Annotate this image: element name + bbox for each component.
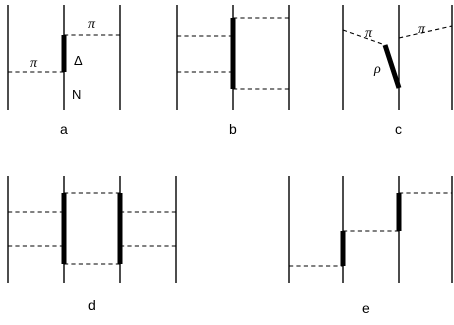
panel-caption: b: [229, 121, 237, 137]
pion-label: π: [88, 17, 96, 32]
pion-label: π: [418, 22, 426, 37]
pion-label: π: [30, 56, 38, 71]
panel-e: e: [288, 176, 453, 316]
pion-line-right: [398, 25, 453, 39]
panel-a: π π Δ N a: [7, 5, 121, 137]
pion-line-left: [342, 29, 386, 46]
panel-caption: e: [362, 300, 370, 316]
panel-c: π π ρ c: [342, 5, 453, 137]
panel-d: d: [7, 176, 177, 313]
panel-caption: c: [395, 121, 402, 137]
panel-b: b: [176, 5, 290, 137]
rho-label: ρ: [373, 62, 381, 77]
panel-caption: a: [60, 121, 68, 137]
panel-caption: d: [88, 297, 96, 313]
pion-label: π: [365, 26, 373, 41]
nucleon-label: N: [72, 87, 81, 102]
rho-propagator: [382, 44, 402, 89]
delta-label: Δ: [74, 53, 83, 68]
